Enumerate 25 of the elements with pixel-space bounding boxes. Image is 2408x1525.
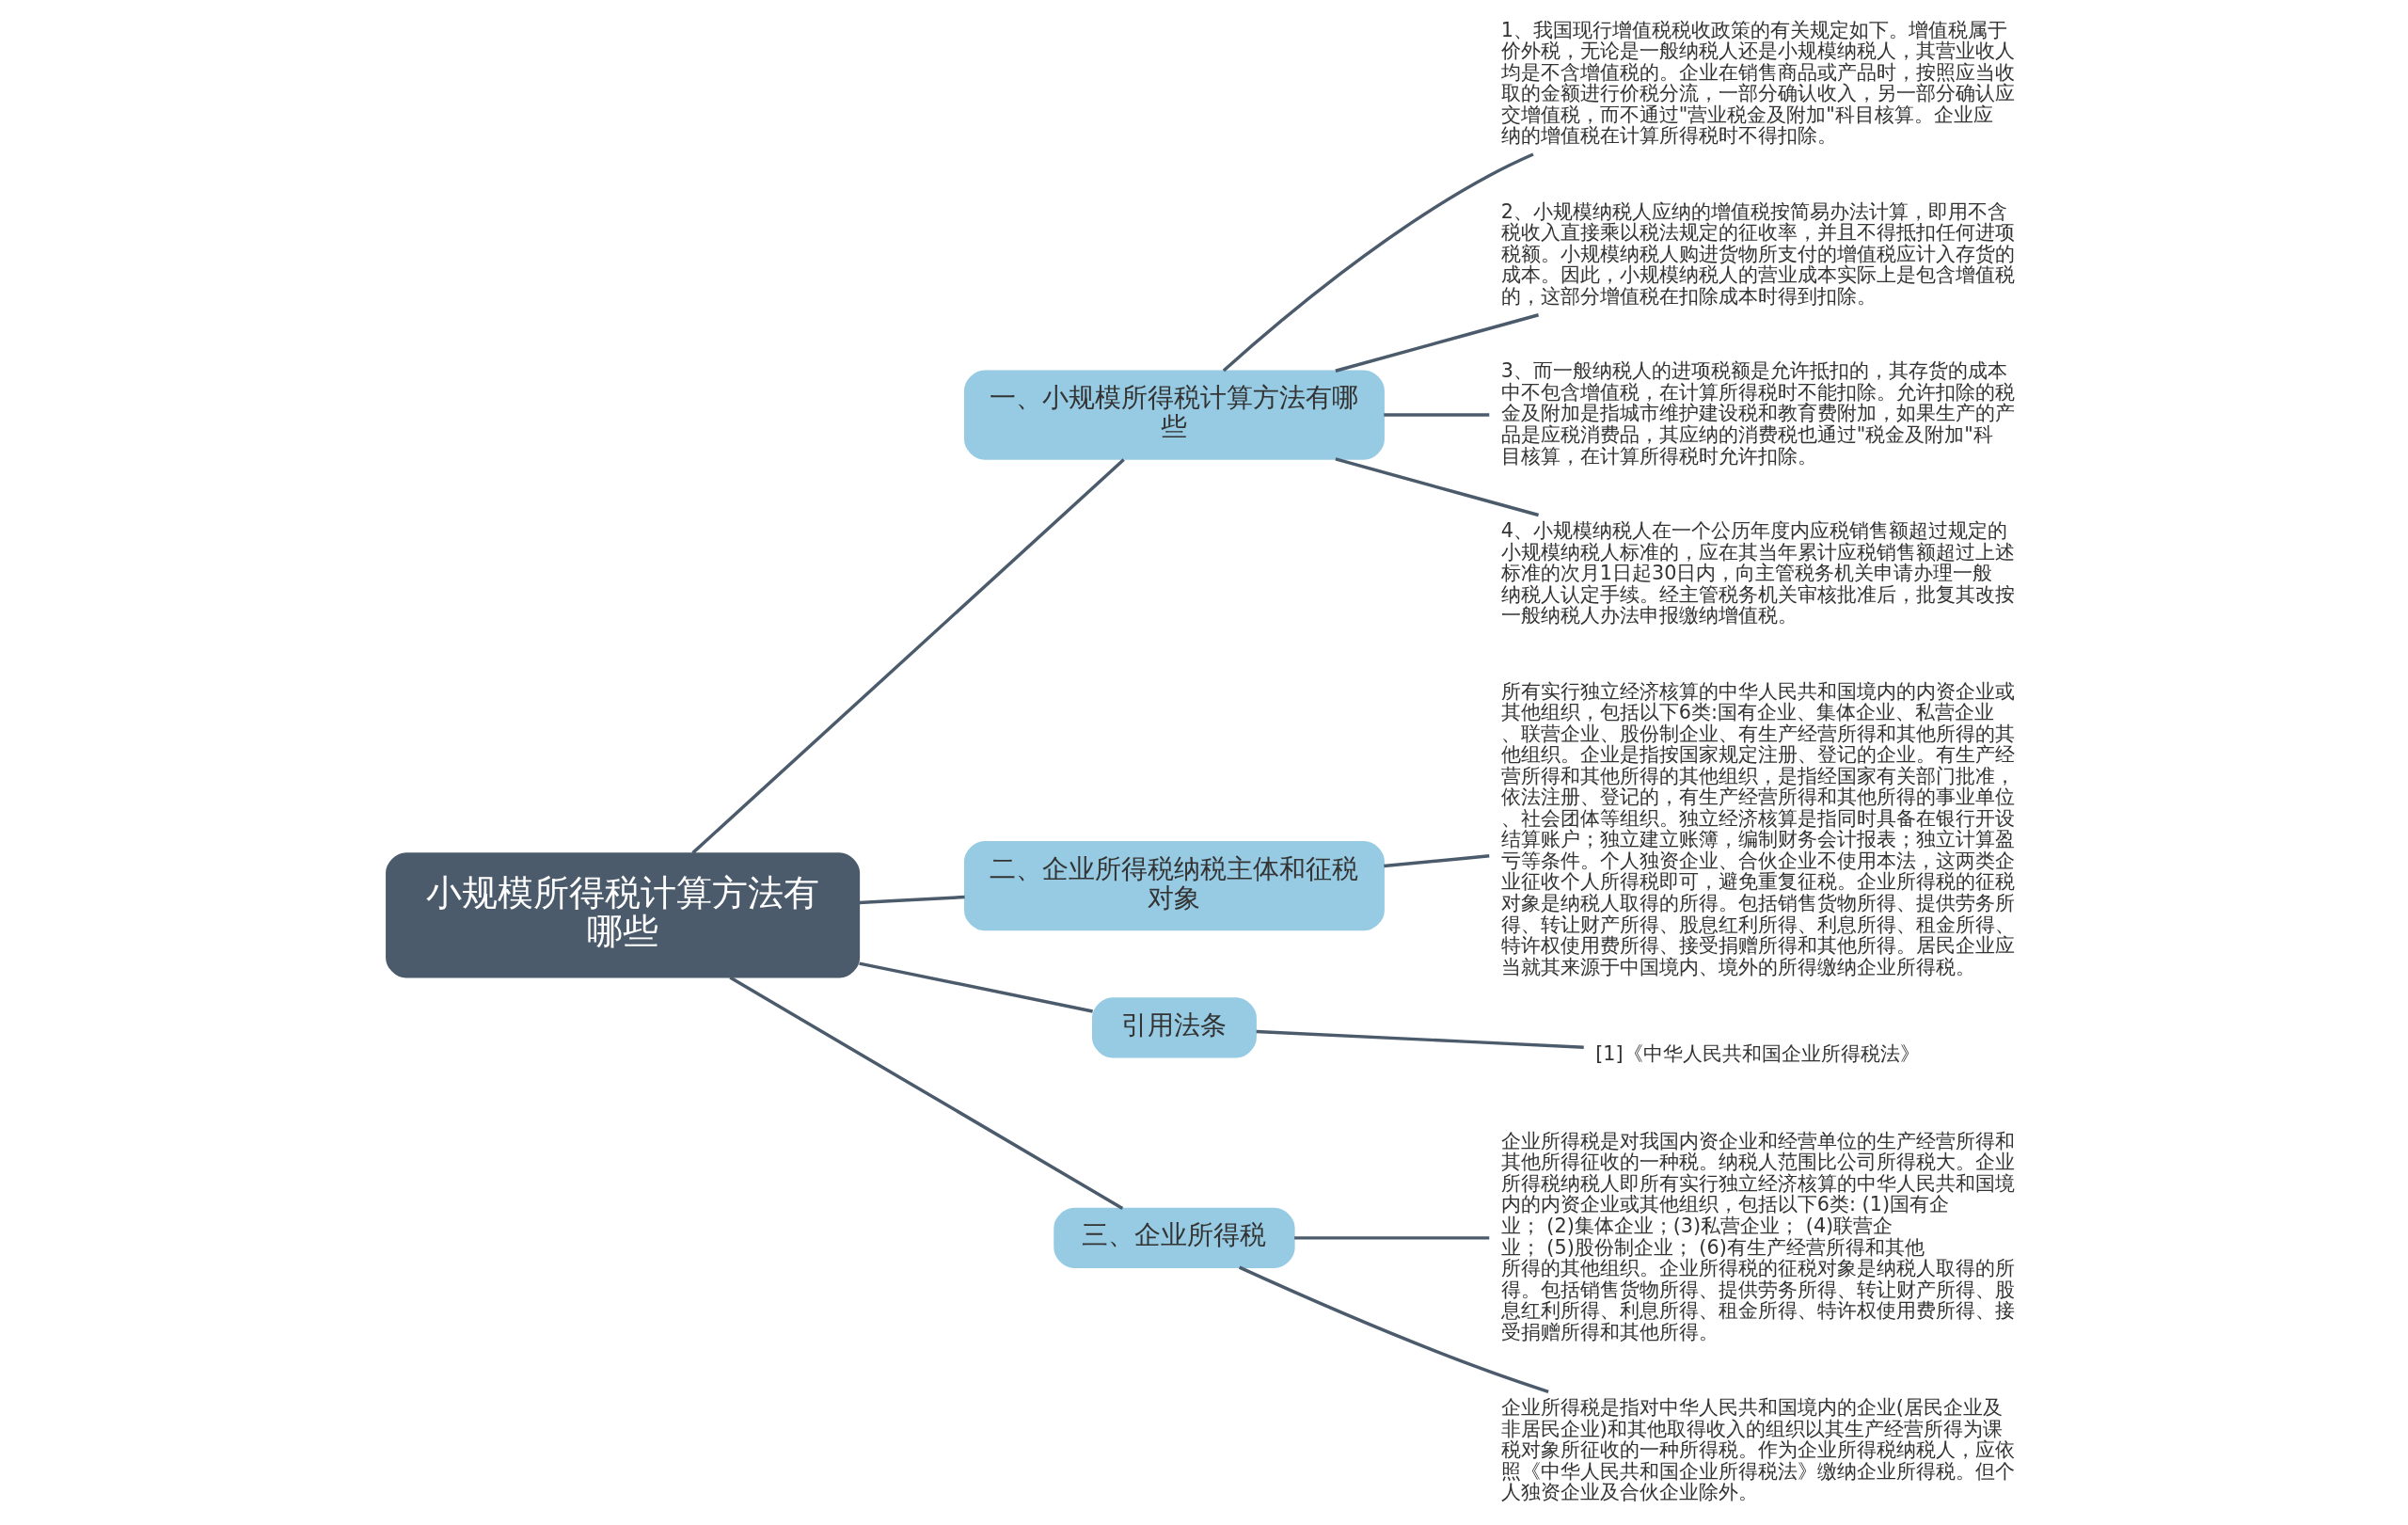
connector: [1238, 1265, 1549, 1393]
node-text: 2、小规模纳税人应纳的增值税按简易办法计算，即用不含税收入直接乘以税法规定的征收率，并且不得抵扣任何进项税额。小规模纳税人购进货物所支付的增值税应计入存货的成本。因此，小规模纳税人的营业成本实际上是包含增值税的，这部分增值税在扣除成本时得到扣除。: [1500, 199, 2015, 308]
node-box: 三、企业所得税: [1053, 1207, 1295, 1268]
node-text: 3、而一般纳税人的进项税额是允许抵扣的，其存货的成本中不包含增值税，在计算所得税时不能扣除。允许扣除的税金及附加是指城市维护建设税和教育费附加，如果生产的产品是应税消费品，其应纳的消费税也通过"税金及附加"科目核算，在计算所得税时允许扣除。: [1500, 359, 2015, 468]
node-box: 二、企业所得税纳税主体和征税对象: [963, 841, 1385, 931]
connector: [1256, 1029, 1584, 1049]
connector: [1293, 1236, 1489, 1240]
connector: [728, 976, 1123, 1210]
connector: [1383, 854, 1489, 868]
node-box: 引用法条: [1091, 997, 1257, 1058]
node-text: 4、小规模纳税人在一个公历年度内应税销售额超过规定的小规模纳税人标准的，应在其当年累计应税销售额超过上述标准的次月1日起30日内，向主管税务机关申请办理一般纳税人认定手续。经主管税务机关审核批准后，批复其改按一般纳税人办法申报缴纳增值税。: [1500, 519, 2015, 627]
connector: [690, 458, 1125, 854]
node-text: 所有实行独立经济核算的中华人民共和国境内的内资企业或其他组织，包括以下6类:国有企业、集体企业、私营企业、联营企业、股份制企业、有生产经营所得和其他所得的其他组织。企业是指按国家规定注册、登记的企业。有生产经营所得和其他所得的其他组织，是指经国家有关部门批准，依法注册、登记的，有生产经营所得和其他所得的事业单位、社会团体等组织。独立经济核算是指同时具备在银行开设结算账户；独立建立账簿，编制财务会计报表；独立计算盈亏等条件。个人独资企业、合伙企业不使用本法，这两类企业征收个人所得税即可，避免重复征税。企业所得税的征税对象是纳税人取得的所得。包括销售货物所得、提供劳务所得、转让财产所得、股息红利所得、利息所得、租金所得、特许权使用费所得、接受捐赠所得和其他所得。居民企业应当就其来源于中国境内、境外的所得缴纳企业所得税。: [1500, 679, 2015, 978]
node-text: 企业所得税是指对中华人民共和国境内的企业(居民企业及非居民企业)和其他取得收入的组织以其生产经营所得为课税对象所征收的一种所得税。作为企业所得税纳税人，应依照《中华人民共和国企业所得税法》缴纳企业所得税。但个人独资企业及合伙企业除外。: [1500, 1396, 2015, 1504]
node-box: 小规模所得税计算方法有哪些: [385, 852, 860, 978]
connector: [858, 961, 1093, 1013]
node-box: 一、小规模所得税计算方法有哪些: [963, 370, 1385, 460]
connector: [858, 895, 965, 905]
connector: [1222, 152, 1534, 373]
node-text: [1]《中华人民共和国企业所得税法》: [1594, 1042, 1920, 1066]
node-text: 1、我国现行增值税税收政策的有关规定如下。增值税属于价外税，无论是一般纳税人还是小规模纳税人，其营业收人均是不含增值税的。企业在销售商品或产品时，按照应当收取的金额进行价税分流，一部分确认收入，另一部分确认应交增值税，而不通过"营业税金及附加"科目核算。企业应纳的增值税在计算所得税时不得扣除。: [1500, 18, 2015, 148]
connector: [1334, 457, 1539, 517]
node-text: 企业所得税是对我国内资企业和经营单位的生产经营所得和其他所得征收的一种税。纳税人范围比公司所得税大。企业所得税纳税人即所有实行独立经济核算的中华人民共和国境内的内资企业或其他组织，包括以下6类: (1)国有企业； (2)集体企业；(3)私营企业； (4)联营企业； (5)股份制企业； (6)有生产经营所得和其他所得的其他组织。企业所得税的征税对象是纳税人取得的所得。包括销售货物所得、提供劳务所得、转让财产所得、股息红利所得、利息所得、租金所得、特许权使用费所得、接受捐赠所得和其他所得。: [1500, 1129, 2015, 1343]
connector: [1383, 413, 1489, 417]
connector: [1334, 313, 1539, 373]
